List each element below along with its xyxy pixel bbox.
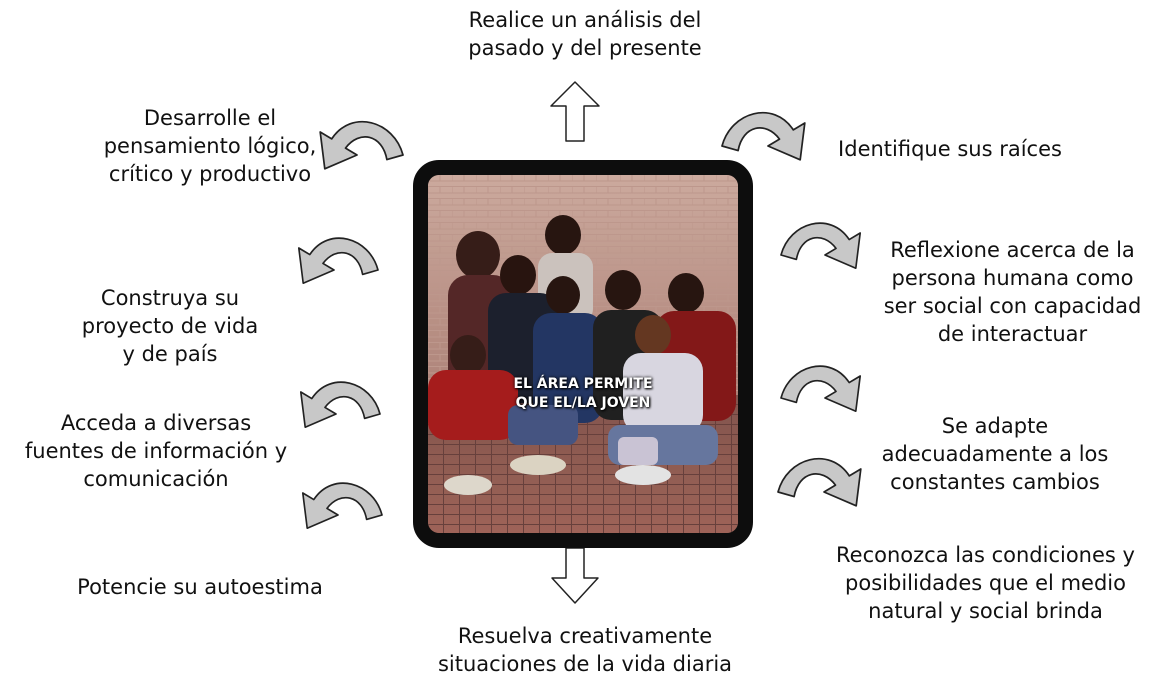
curved-arrow-icon (721, 111, 806, 161)
label-human-person: Reflexione acerca de la persona humana c… (883, 238, 1142, 346)
group-photo-image (428, 175, 738, 533)
curved-arrow-icon (780, 222, 862, 270)
label-information-sources: Acceda a diversas fuentes de información… (24, 411, 288, 491)
up-arrow-icon (550, 81, 600, 142)
label-creative-solutions: Resuelva creativamente situaciones de la… (437, 624, 733, 676)
label-analysis-past-present: Realice un análisis del pasado y del pre… (468, 8, 702, 60)
curved-arrow-icon (319, 120, 404, 170)
curved-arrow-icon (299, 381, 381, 429)
label-conditions-possibilities: Reconozca las condiciones y posibilidade… (836, 543, 1135, 623)
center-heading-line1: EL ÁREA PERMITE (513, 376, 653, 392)
label-logical-thinking: Desarrolle el pensamiento lógico, crític… (103, 106, 317, 186)
label-life-project: Construya su proyecto de vida y de país (81, 286, 259, 366)
label-adapt-changes: Se adapte adecuadamente a los constantes… (881, 414, 1109, 494)
curved-arrow-icon (780, 365, 862, 413)
center-photo-frame: EL ÁREA PERMITE QUE EL/LA JOVEN (413, 160, 753, 548)
curved-arrow-icon (777, 457, 862, 507)
label-self-esteem: Potencie su autoestima (77, 575, 323, 599)
curved-arrow-icon (301, 482, 383, 530)
center-heading-line2: QUE EL/LA JOVEN (515, 395, 651, 411)
center-heading: EL ÁREA PERMITE QUE EL/LA JOVEN (428, 375, 738, 413)
down-arrow-icon (551, 547, 599, 604)
curved-arrow-icon (297, 237, 379, 285)
label-roots: Identifique sus raíces (838, 137, 1062, 161)
